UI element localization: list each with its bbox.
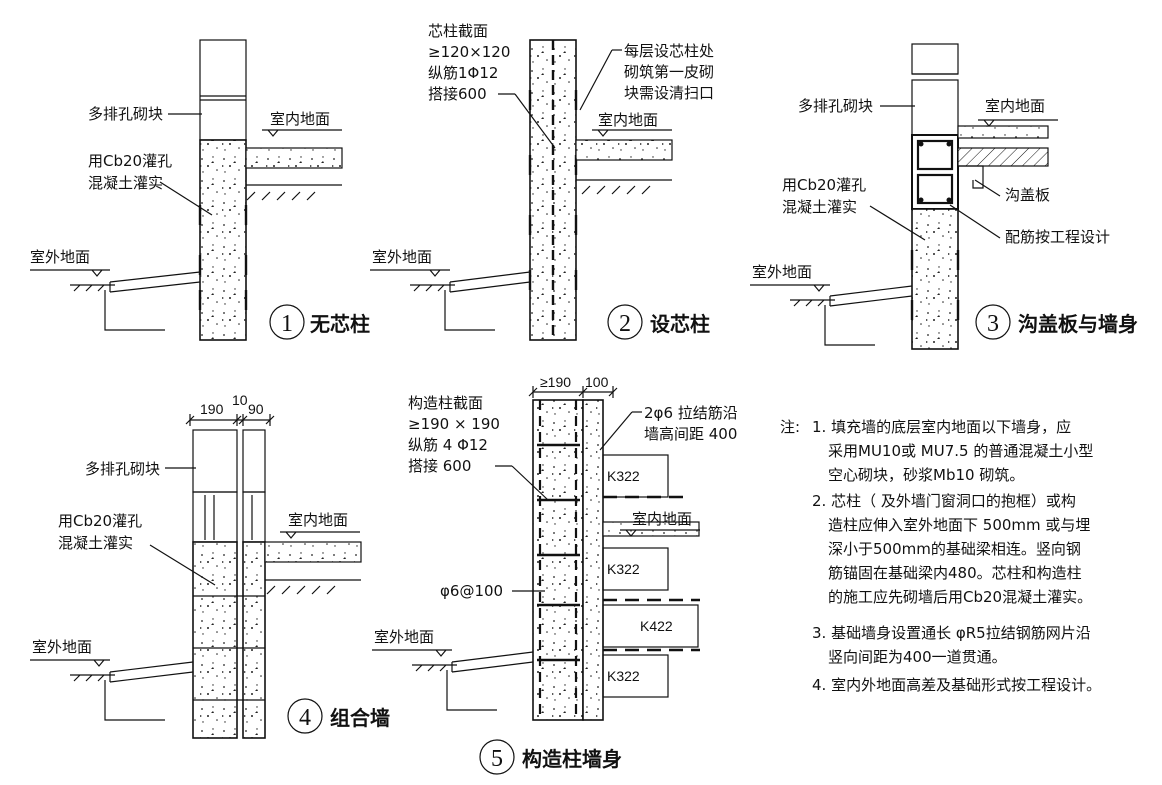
d5-beam-1: K322 (607, 468, 640, 484)
d5-number-circle (479, 739, 515, 775)
d2-number-circle (607, 304, 643, 340)
d2-indoor-slab (575, 139, 673, 161)
d2-note-3: 块需设清扫口 (624, 84, 714, 102)
d5-tie-1: 2φ6 拉结筋沿 (644, 404, 738, 422)
trench-cover (957, 147, 1049, 167)
structural-column (532, 399, 584, 721)
d4-dim-c: 90 (248, 401, 264, 417)
d2-note-2: 砌筑第一皮砌 (624, 63, 714, 81)
d1-number: 1 (281, 311, 293, 337)
d2-title: 设芯柱 (650, 312, 710, 336)
detail-5: ≥190 100 K322 K322 K422 K322 室内地面 构造柱截面 (372, 374, 738, 775)
d1-outdoor-label: 室外地面 (30, 248, 90, 266)
d3-number-circle (975, 304, 1011, 340)
note-line-4: 造柱应伸入室外地面下 500mm 或与埋 (828, 516, 1090, 534)
detail-3: 室内地面 多排孔砌块 用Cb20灌孔 混凝土灌实 沟盖板 配筋按工程设计 室外地… (750, 43, 1138, 350)
notes-prefix: 注: (780, 418, 800, 436)
d3-outdoor-label: 室外地面 (752, 263, 812, 281)
d5-stirrup-label: φ6@100 (440, 582, 503, 600)
d4-block-label: 多排孔砌块 (85, 460, 160, 478)
d5-col-3: 纵筋 4 Φ12 (408, 436, 488, 454)
d1-grout-label-1: 用Cb20灌孔 (88, 152, 172, 170)
d2-indoor-label: 室内地面 (598, 111, 658, 129)
d1-indoor-label: 室内地面 (270, 110, 330, 128)
d5-beam-4: K322 (607, 668, 640, 684)
d5-dim-b: 100 (585, 374, 609, 390)
d5-indoor-label: 室内地面 (632, 510, 692, 528)
d2-outdoor-label: 室外地面 (372, 248, 432, 266)
d5-number: 5 (491, 746, 503, 772)
note-line-8: 3. 基础墙身设置通长 φR5拉结钢筋网片沿 (812, 624, 1091, 642)
d4-number: 4 (299, 705, 311, 731)
d4-number-circle (287, 698, 323, 734)
detail-1: 室内地面 室外地面 多排孔砌块 用Cb20灌孔 混凝土灌实 1 无芯柱 (30, 39, 370, 341)
d3-cover-label: 沟盖板 (1005, 186, 1050, 204)
bond-beam (911, 134, 959, 210)
d1-title: 无芯柱 (310, 312, 370, 336)
d5-beam-2: K322 (607, 561, 640, 577)
note-line-3: 2. 芯柱（ 及外墙门窗洞口的抱框）或构 (812, 492, 1076, 510)
d3-grout-label-1: 用Cb20灌孔 (782, 176, 866, 194)
note-line-2: 空心砌块，砂浆Mb10 砌筑。 (828, 466, 1024, 484)
d3-number: 3 (987, 311, 999, 337)
d3-block-label: 多排孔砌块 (798, 97, 873, 115)
d5-outdoor-label: 室外地面 (374, 628, 434, 646)
indoor-slab (245, 147, 343, 169)
note-line-1: 采用MU10或 MU7.5 的普通混凝土小型 (828, 442, 1093, 460)
d4-dim-a: 190 (200, 401, 224, 417)
d3-title: 沟盖板与墙身 (1018, 312, 1138, 336)
d1-number-circle (269, 304, 305, 340)
note-line-10: 4. 室内外地面高差及基础形式按工程设计。 (812, 676, 1101, 694)
note-line-6: 筋锚固在基础梁内480。芯柱和构造柱 (828, 564, 1082, 582)
d4-grout-label-1: 用Cb20灌孔 (58, 512, 142, 530)
note-line-9: 竖向间距为400一道贯通。 (828, 648, 1007, 666)
d2-core-4: 搭接600 (428, 85, 487, 103)
d1-grout-label-2: 混凝土灌实 (88, 174, 163, 192)
detail-2: 室内地面 室外地面 芯柱截面 ≥120×120 纵筋1Φ12 搭接600 每层设… (370, 22, 714, 341)
d1-block-label: 多排孔砌块 (88, 105, 163, 123)
note-line-5: 深小于500mm的基础梁相连。竖向钢 (828, 540, 1081, 558)
note-line-0: 1. 填充墙的底层室内地面以下墙身，应 (812, 418, 1071, 436)
upper-block (199, 39, 247, 141)
d3-rebar-label: 配筋按工程设计 (1005, 228, 1110, 246)
d3-grout-label-2: 混凝土灌实 (782, 198, 857, 216)
d5-title: 构造柱墙身 (522, 747, 622, 771)
d4-title: 组合墙 (330, 706, 390, 730)
grouted-wall (199, 139, 247, 341)
d5-tie-2: 墙高间距 400 (644, 425, 737, 443)
d2-note-1: 每层设芯柱处 (624, 42, 714, 60)
d4-outdoor-label: 室外地面 (32, 638, 92, 656)
d4-dim-b: 10 (232, 392, 248, 408)
d4-indoor-label: 室内地面 (288, 511, 348, 529)
d5-col-2: ≥190 × 190 (408, 415, 500, 433)
d5-dim-a: ≥190 (540, 374, 571, 390)
note-line-7: 的施工应先砌墙后用Cb20混凝土灌实。 (828, 588, 1092, 606)
d2-core-1: 芯柱截面 (428, 22, 488, 40)
d2-core-3: 纵筋1Φ12 (428, 64, 498, 82)
detail-4: 190 10 90 室内地面 多排孔砌块 用Cb20灌孔 混凝土灌实 室外地面 (30, 392, 390, 739)
d5-col-1: 构造柱截面 (408, 394, 483, 412)
d5-col-4: 搭接 600 (408, 457, 471, 475)
d2-number: 2 (619, 311, 631, 337)
d5-beam-3: K422 (640, 618, 673, 634)
d2-core-2: ≥120×120 (428, 43, 510, 61)
d3-indoor-label: 室内地面 (985, 97, 1045, 115)
notes-block: 注: 1. 填充墙的底层室内地面以下墙身，应 采用MU10或 MU7.5 的普通… (780, 418, 1101, 694)
d4-grout-label-2: 混凝土灌实 (58, 534, 133, 552)
